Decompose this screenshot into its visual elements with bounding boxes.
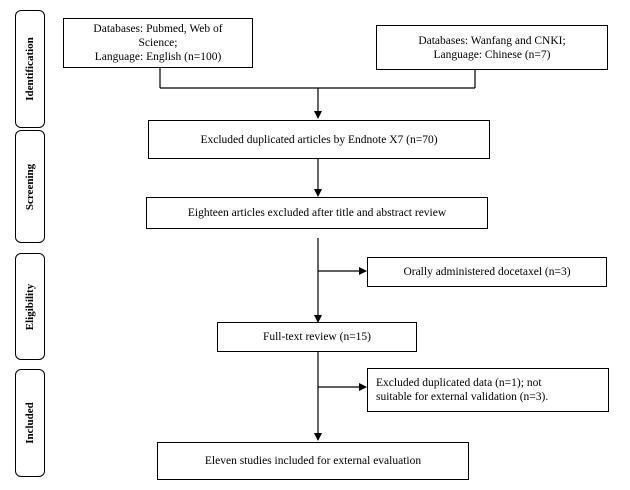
- box-line: Language: English (n=100): [94, 51, 222, 63]
- box-line: Databases: Pubmed, Web of: [93, 23, 223, 35]
- box-included-studies: Eleven studies included for external eva…: [157, 442, 469, 480]
- box-source-chinese: Databases: Wanfang and CNKI; Language: C…: [376, 25, 608, 70]
- box-line: Excluded duplicated data (n=1); not: [376, 377, 542, 389]
- box-line: Full-text review (n=15): [262, 331, 372, 343]
- box-line: Science;: [138, 37, 178, 49]
- box-title-abstract-excluded: Eighteen articles excluded after title a…: [146, 197, 488, 229]
- box-source-english: Databases: Pubmed, Web of Science; Langu…: [63, 18, 253, 68]
- box-line: Eighteen articles excluded after title a…: [187, 207, 447, 219]
- box-line: suitable for external validation (n=3).: [376, 391, 549, 403]
- stage-identification: Identification: [15, 10, 45, 128]
- box-line: Language: Chinese (n=7): [433, 48, 551, 61]
- box-line: Excluded duplicated articles by Endnote …: [200, 133, 438, 146]
- box-oral-docetaxel: Orally administered docetaxel (n=3): [367, 257, 607, 287]
- box-line: Databases: Wanfang and CNKI;: [418, 34, 566, 47]
- box-line: Eleven studies included for external eva…: [204, 455, 422, 467]
- box-line: Orally administered docetaxel (n=3): [403, 266, 571, 278]
- box-fulltext-review: Full-text review (n=15): [217, 322, 417, 352]
- stage-included: Included: [15, 369, 45, 477]
- stage-eligibility: Eligibility: [15, 253, 45, 360]
- stage-screening: Screening: [15, 130, 45, 243]
- box-duplicates-removed: Excluded duplicated articles by Endnote …: [148, 120, 490, 159]
- box-excluded-data: Excluded duplicated data (n=1); not suit…: [367, 368, 609, 412]
